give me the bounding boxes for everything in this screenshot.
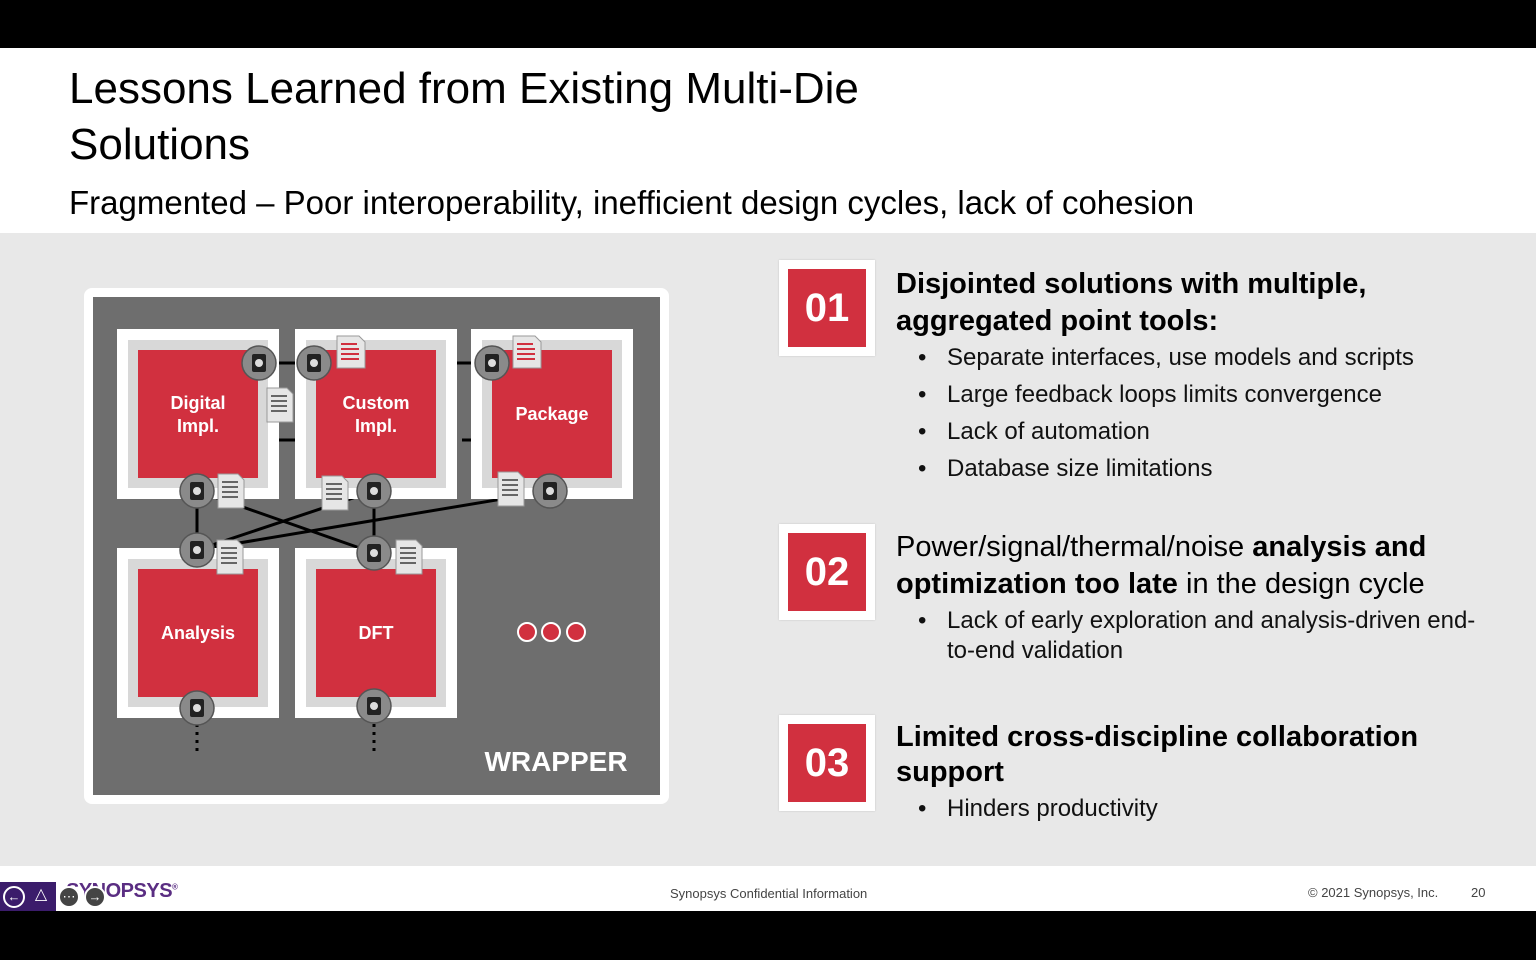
more-dots-icon bbox=[517, 622, 586, 642]
bullet-item: Hinders productivity bbox=[918, 790, 1158, 827]
heading-bold: Limited cross-discipline collaboration s… bbox=[896, 721, 1419, 788]
pen-icon[interactable]: △ bbox=[30, 886, 52, 908]
back-icon[interactable]: ← bbox=[3, 886, 25, 908]
number-badge: 02 bbox=[779, 524, 875, 620]
bullet-item: Lack of automation bbox=[918, 413, 1414, 450]
heading-bold: Disjointed solutions with multiple, aggr… bbox=[896, 268, 1367, 337]
number-label: 03 bbox=[788, 724, 866, 802]
bullet-item: Database size limitations bbox=[918, 450, 1414, 487]
box-dft: DFT bbox=[295, 548, 457, 718]
slide: Lessons Learned from Existing Multi-Die … bbox=[0, 48, 1536, 911]
heading-text: Power/signal/thermal/noise bbox=[896, 531, 1253, 563]
heading-text: in the design cycle bbox=[1177, 568, 1425, 600]
slide-title: Lessons Learned from Existing Multi-Die … bbox=[69, 64, 859, 169]
page-number: 20 bbox=[1471, 885, 1486, 900]
bullet-list: Lack of early exploration and analysis-d… bbox=[918, 606, 1478, 666]
copyright: © 2021 Synopsys, Inc. bbox=[1308, 885, 1439, 900]
slide-subtitle: Fragmented – Poor interoperability, inef… bbox=[69, 184, 1195, 221]
bullet-item: Separate interfaces, use models and scri… bbox=[918, 339, 1414, 376]
slide-footer: SYNOPSYS® Synopsys Confidential Informat… bbox=[0, 866, 1536, 911]
multi-die-diagram: Digital Impl. Custom Impl. Package Analy… bbox=[84, 288, 669, 804]
point-heading: Power/signal/thermal/noise analysis and … bbox=[896, 529, 1496, 603]
forward-icon[interactable]: → bbox=[84, 886, 106, 908]
document-icons bbox=[216, 335, 542, 575]
number-label: 01 bbox=[788, 269, 866, 347]
bullet-list: Separate interfaces, use models and scri… bbox=[918, 339, 1414, 487]
box-label: DFT bbox=[359, 623, 394, 643]
wrapper-label: WRAPPER bbox=[484, 746, 627, 777]
confidential-notice: Synopsys Confidential Information bbox=[670, 886, 868, 901]
box-label: Custom bbox=[343, 393, 410, 413]
box-label: Impl. bbox=[355, 416, 397, 436]
box-label: Package bbox=[515, 404, 588, 424]
synopsys-logo: SYNOPSYS® bbox=[66, 880, 178, 902]
number-label: 02 bbox=[788, 533, 866, 611]
box-label: Digital bbox=[170, 393, 225, 413]
point-heading: Disjointed solutions with multiple, aggr… bbox=[896, 266, 1416, 340]
number-badge: 03 bbox=[779, 715, 875, 811]
settings-icon[interactable]: ⋯ bbox=[58, 886, 80, 908]
box-analysis: Analysis bbox=[117, 548, 279, 718]
bullet-list: Hinders productivity bbox=[918, 790, 1158, 827]
box-label: Analysis bbox=[161, 623, 235, 643]
bullet-item: Large feedback loops limits convergence bbox=[918, 376, 1414, 413]
disk-icons bbox=[179, 345, 568, 726]
number-badge: 01 bbox=[779, 260, 875, 356]
bullet-item: Lack of early exploration and analysis-d… bbox=[918, 606, 1478, 666]
heading-bold: analysis and optimization too late bbox=[896, 531, 1427, 600]
logo-text: SYNOPSYS bbox=[66, 880, 173, 902]
box-label: Impl. bbox=[177, 416, 219, 436]
point-heading: Limited cross-discipline collaboration s… bbox=[896, 720, 1436, 790]
